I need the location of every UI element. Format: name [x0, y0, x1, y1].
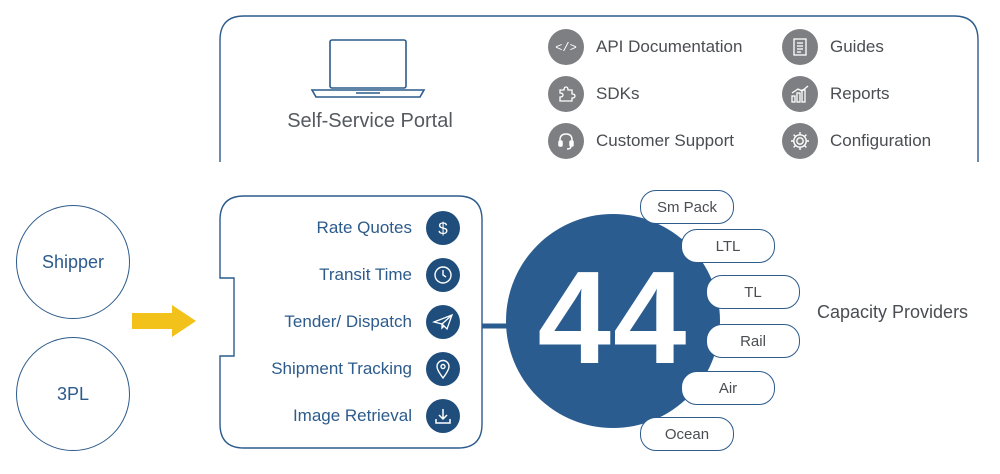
resource-api-documentation[interactable]: </> API Documentation: [548, 28, 742, 66]
code-icon: </>: [548, 29, 584, 65]
capacity-number: 44: [537, 244, 689, 391]
mode-pill-ltl[interactable]: LTL: [681, 229, 775, 263]
resources-right: Guides Reports Configuration: [782, 28, 931, 160]
resource-label: SDKs: [596, 84, 640, 103]
resource-label: Configuration: [830, 131, 932, 150]
mode-pill-rail[interactable]: Rail: [706, 324, 800, 358]
puzzle-icon: [548, 76, 584, 112]
actor-label: 3PL: [56, 383, 90, 404]
flow-arrow-icon: [132, 305, 196, 337]
bar-chart-icon: [782, 76, 818, 112]
svg-text:</>: </>: [555, 41, 577, 54]
service-label: Tender/ Dispatch: [284, 312, 412, 331]
resources-left: </> API Documentation SDKs Customer Supp…: [548, 28, 742, 160]
mode-pill-sm-pack[interactable]: Sm Pack: [640, 190, 734, 224]
portal-title: Self-Service Portal: [287, 110, 453, 132]
service-label: Transit Time: [319, 265, 412, 284]
headset-icon: [548, 123, 584, 159]
portal-box-outline: [219, 15, 979, 162]
resource-sdks[interactable]: SDKs: [548, 75, 742, 113]
mode-pill-air[interactable]: Air: [681, 371, 775, 405]
mode-pill-tl[interactable]: TL: [706, 275, 800, 309]
download-icon: [426, 399, 460, 433]
service-rate-quotes[interactable]: Rate Quotes $: [240, 210, 460, 246]
mode-label: Rail: [740, 332, 766, 350]
services-list: Rate Quotes $ Transit Time Tender/ Dispa…: [240, 210, 460, 434]
dollar-icon: $: [426, 211, 460, 245]
resource-configuration[interactable]: Configuration: [782, 122, 931, 160]
actor-shipper[interactable]: Shipper: [16, 205, 130, 319]
mode-label: Sm Pack: [656, 198, 717, 216]
laptop-icon: [310, 39, 426, 98]
service-transit-time[interactable]: Transit Time: [240, 257, 460, 293]
mode-pill-ocean[interactable]: Ocean: [640, 417, 734, 451]
actor-3pl[interactable]: 3PL: [16, 337, 130, 451]
resource-label: Guides: [830, 37, 884, 56]
resource-customer-support[interactable]: Customer Support: [548, 122, 742, 160]
resource-reports[interactable]: Reports: [782, 75, 931, 113]
mode-label: LTL: [715, 237, 741, 255]
mode-label: Ocean: [664, 425, 710, 443]
services-box-outline: [219, 195, 483, 449]
service-tender-dispatch[interactable]: Tender/ Dispatch: [240, 304, 460, 340]
resource-label: Reports: [830, 84, 890, 103]
resource-guides[interactable]: Guides: [782, 28, 931, 66]
paper-plane-icon: [426, 305, 460, 339]
resource-label: Customer Support: [596, 131, 734, 150]
resource-label: API Documentation: [596, 37, 743, 56]
service-label: Rate Quotes: [316, 218, 412, 237]
service-label: Shipment Tracking: [271, 359, 412, 378]
mode-label: TL: [744, 283, 762, 301]
actor-label: Shipper: [41, 251, 105, 272]
service-shipment-tracking[interactable]: Shipment Tracking: [240, 351, 460, 387]
document-icon: [782, 29, 818, 65]
service-label: Image Retrieval: [292, 406, 412, 425]
gear-icon: [782, 123, 818, 159]
capacity-label: Capacity Providers: [817, 302, 969, 322]
service-image-retrieval[interactable]: Image Retrieval: [240, 398, 460, 434]
svg-text:$: $: [438, 219, 448, 238]
location-pin-icon: [426, 352, 460, 386]
clock-icon: [426, 258, 460, 292]
mode-label: Air: [718, 379, 738, 397]
